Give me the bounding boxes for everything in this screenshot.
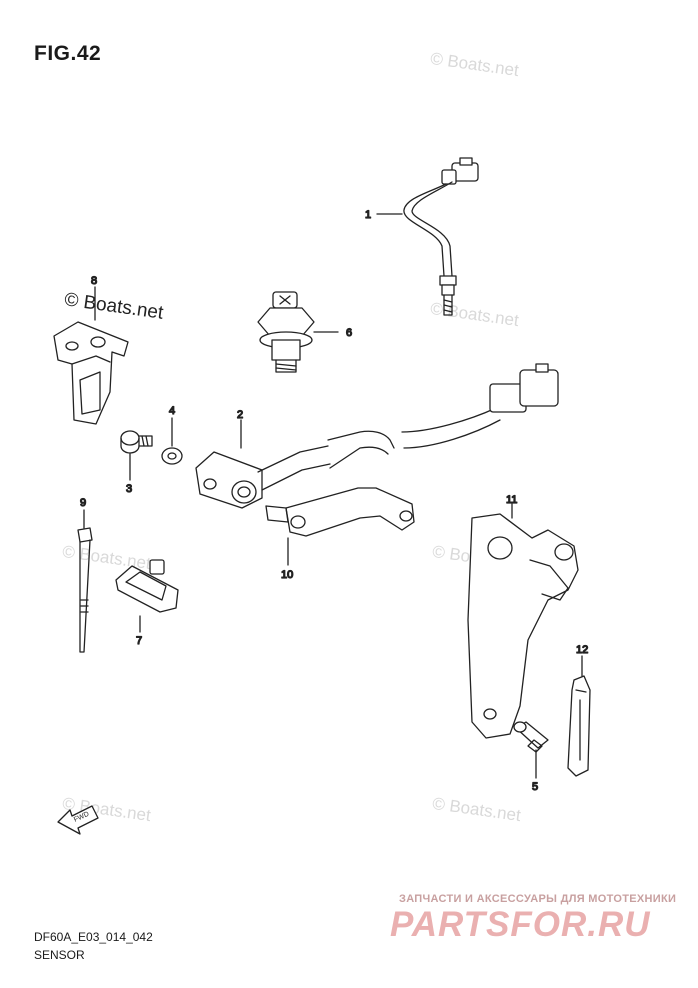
callout-5[interactable]: 5 [531,780,538,793]
callout-12[interactable]: 12 [575,643,589,656]
callout-4[interactable]: 4 [168,404,175,417]
part-6-pressure-switch[interactable] [257,291,339,373]
callout-8[interactable]: 8 [90,274,97,287]
part-12-strap[interactable] [567,655,591,777]
part-4-washer[interactable] [161,417,183,465]
part-2-sensor-harness[interactable] [195,363,559,509]
part-10-lever[interactable] [265,487,415,566]
part-5-bolt[interactable] [513,721,549,779]
part-7-clip[interactable] [115,559,179,633]
callout-3[interactable]: 3 [125,482,132,495]
part-9-cable-tie[interactable] [77,509,93,653]
ad-tagline: ЗАПЧАСТИ И АКСЕССУАРЫ ДЛЯ МОТОТЕХНИКИ [399,893,677,905]
figure-caption: SENSOR [34,948,85,962]
callout-10[interactable]: 10 [280,568,294,581]
callout-9[interactable]: 9 [79,496,86,509]
callout-7[interactable]: 7 [135,634,142,647]
figure-title: FIG.42 [34,42,102,65]
figure-code: DF60A_E03_014_042 [34,930,153,944]
callout-6[interactable]: 6 [345,326,352,339]
fwd-arrow-icon [57,805,99,835]
callout-11[interactable]: 11 [505,493,518,506]
part-8-bracket[interactable] [53,286,129,425]
part-3-bolt[interactable] [120,430,153,481]
callout-1[interactable]: 1 [364,208,371,221]
part-1-thermo-sensor[interactable] [376,157,479,316]
part-11-bracket[interactable] [467,503,579,739]
callout-2[interactable]: 2 [236,408,243,421]
ad-logo[interactable]: PARTSFOR.RU [390,905,651,944]
